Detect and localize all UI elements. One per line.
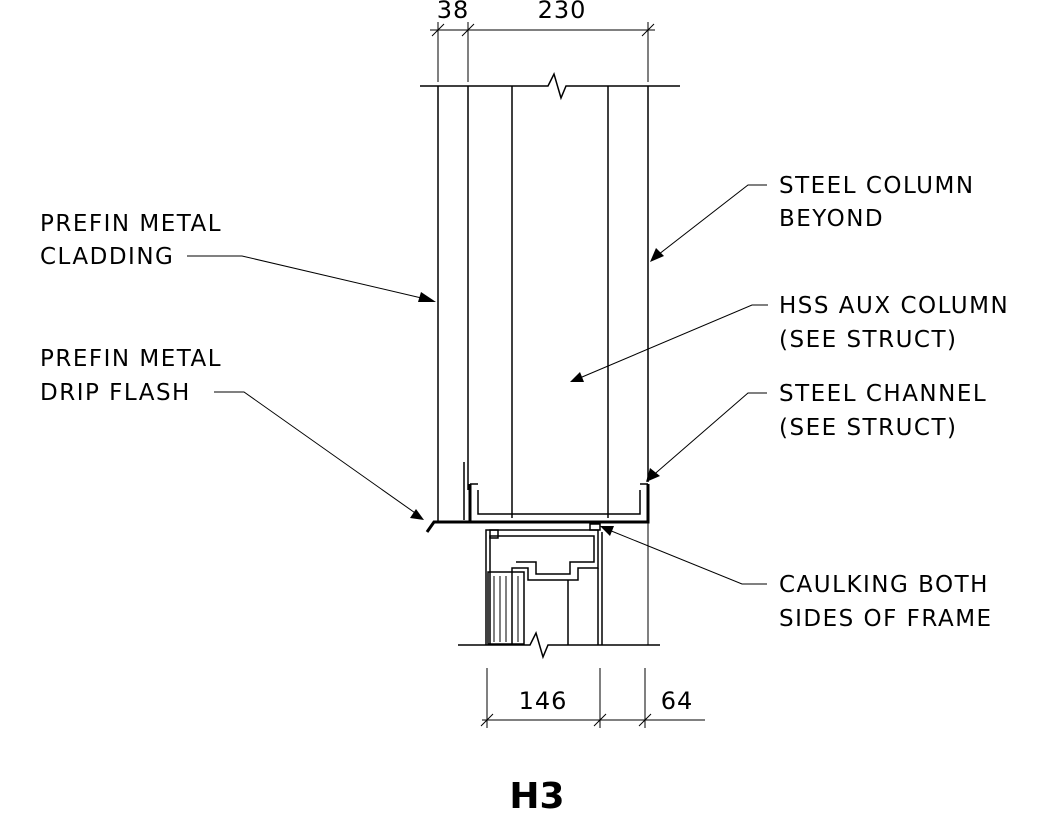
label-caulking-line1: CAULKING BOTH [779,572,989,598]
label-hss-column-line2: (SEE STRUCT) [779,327,958,353]
top-break-line [420,71,680,101]
label-steel-column-line1: STEEL COLUMN [779,173,975,199]
detail-tag: H3 [509,776,564,813]
vertical-members [437,86,649,645]
label-drip-flash: PREFIN METAL DRIP FLASH [40,346,222,406]
label-drip-flash-line1: PREFIN METAL [40,346,222,372]
dim-230: 230 [538,0,587,24]
label-caulking: CAULKING BOTH SIDES OF FRAME [779,572,993,632]
bottom-break-line [458,630,660,660]
label-hss-column-line1: HSS AUX COLUMN [779,293,1009,319]
dim-64: 64 [661,687,694,715]
steel-channel [463,462,650,524]
dim-146: 146 [519,687,568,715]
drip-flash [425,520,470,533]
label-steel-column-line2: BEYOND [779,206,884,232]
dim-38: 38 [437,0,470,24]
label-caulking-line2: SIDES OF FRAME [779,606,993,632]
top-dimension: 38 230 [430,0,655,82]
label-steel-channel: STEEL CHANNEL (SEE STRUCT) [779,381,987,441]
label-cladding-line1: PREFIN METAL [40,211,222,237]
label-hss-column: HSS AUX COLUMN (SEE STRUCT) [779,293,1009,353]
label-cladding: PREFIN METAL CLADDING [40,211,222,270]
label-steel-channel-line2: (SEE STRUCT) [779,415,958,441]
label-drip-flash-line2: DRIP FLASH [40,380,191,406]
leader-lines [187,184,768,585]
label-steel-channel-line1: STEEL CHANNEL [779,381,987,407]
label-cladding-line2: CLADDING [40,244,174,270]
window-frame [485,523,603,645]
label-steel-column: STEEL COLUMN BEYOND [779,173,975,232]
bottom-dimension: 146 64 [480,668,705,728]
